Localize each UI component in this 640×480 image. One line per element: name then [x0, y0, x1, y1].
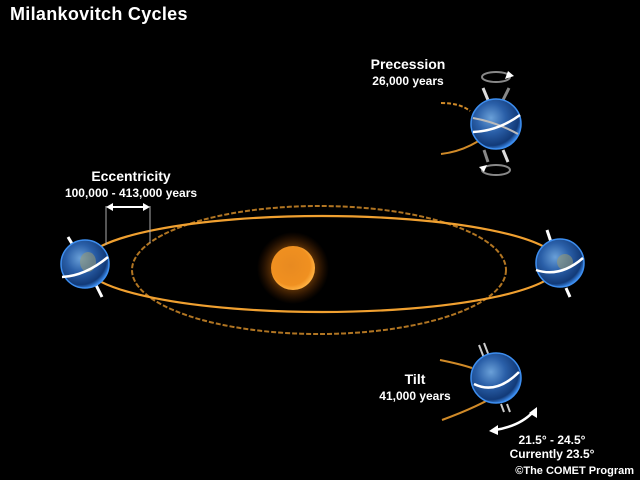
eccentricity-label: Eccentricity 100,000 - 413,000 years [58, 168, 204, 200]
eccentricity-double-arrow-icon [105, 203, 151, 245]
tilt-label: Tilt 41,000 years [372, 371, 458, 403]
orbit-dashed-ellipse [131, 205, 507, 335]
tilt-range-label: 21.5° - 24.5° Currently 23.5° [500, 433, 604, 461]
earth-icon-left [60, 236, 110, 298]
tilt-heading: Tilt [404, 371, 426, 387]
precession-heading: Precession [370, 56, 446, 72]
tilt-double-arrow-icon [489, 407, 537, 435]
precession-period: 26,000 years [372, 74, 444, 88]
sun-icon [257, 232, 329, 304]
copyright-notice: ©The COMET Program [515, 465, 634, 477]
diagram-title: Milankovitch Cycles [10, 4, 188, 24]
tilt-current: Currently 23.5° [509, 447, 595, 461]
tilt-range: 21.5° - 24.5° [518, 433, 586, 447]
tilt-earth-icon [439, 342, 522, 421]
precession-earth-icon [440, 87, 522, 163]
eccentricity-period: 100,000 - 413,000 years [64, 186, 198, 200]
rotation-arrow-icon-bottom [479, 164, 511, 176]
rotation-arrow-icon-top [481, 71, 514, 83]
eccentricity-heading: Eccentricity [91, 168, 171, 184]
earth-icon-right [535, 229, 585, 298]
tilt-period: 41,000 years [379, 389, 451, 403]
precession-label: Precession 26,000 years [368, 56, 448, 88]
